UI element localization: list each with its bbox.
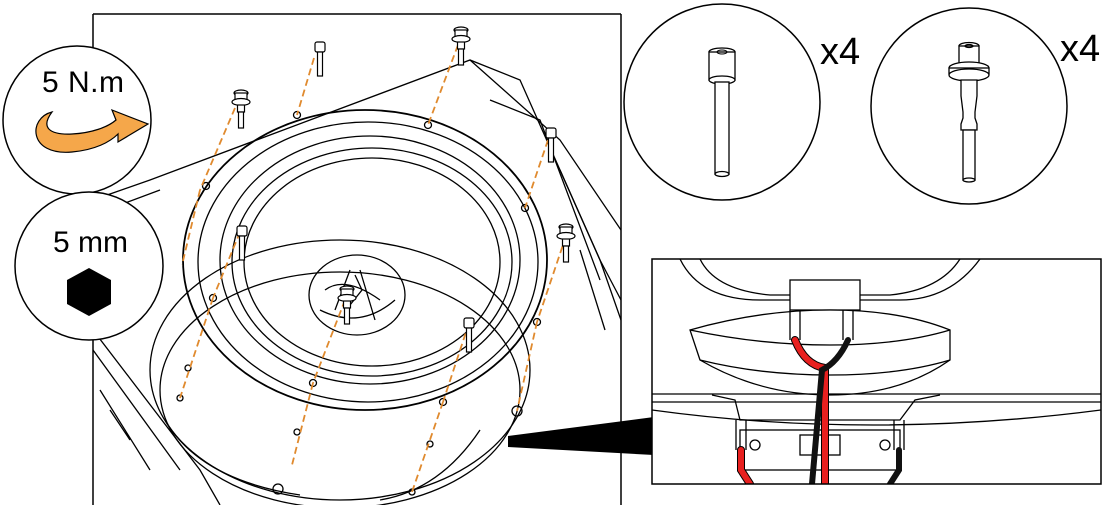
inset-pointer <box>508 417 654 455</box>
alignment-guides <box>179 44 567 493</box>
hex-key-icon <box>67 268 111 316</box>
torque-value-label: 5 N.m <box>42 66 125 99</box>
pin-screw-quantity: x4 <box>1060 28 1101 70</box>
part-callout-pin-screw <box>870 7 1068 205</box>
rotate-clockwise-icon <box>35 108 150 153</box>
wiring-detail-inset <box>651 258 1102 485</box>
cap-screw-quantity: x4 <box>820 31 861 73</box>
torque-badge <box>2 45 152 195</box>
hex-key-badge <box>14 191 164 341</box>
main-assembly-panel <box>92 13 622 505</box>
hex-size-label: 5 mm <box>53 226 128 259</box>
part-callout-cap-screw <box>623 3 821 201</box>
